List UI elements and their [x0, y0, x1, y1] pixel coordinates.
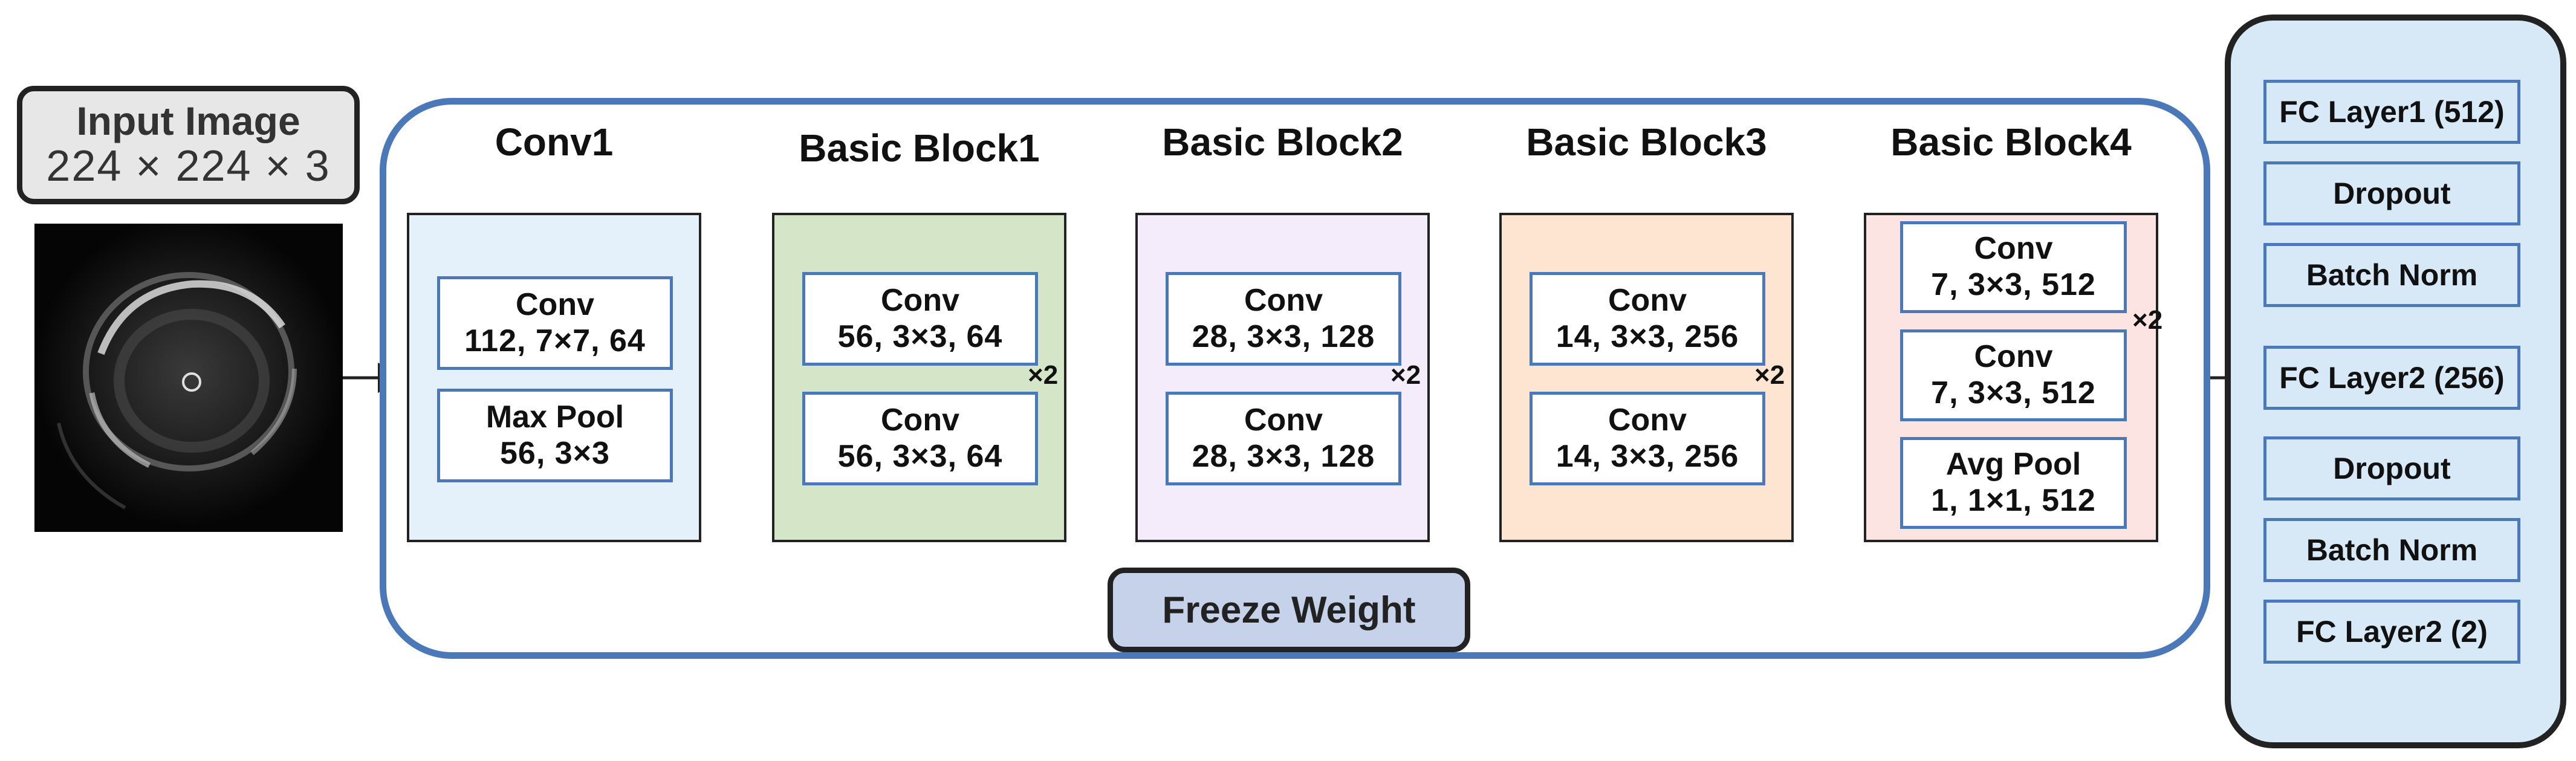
bb4-avgpool-layer: Avg Pool 1, 1×1, 512 [1900, 437, 2127, 529]
stage-title-basic-block2: Basic Block2 [1162, 120, 1403, 164]
head-fc-layer1: FC Layer1 (512) [2263, 80, 2520, 144]
layer-params: 14, 3×3, 256 [1556, 319, 1739, 354]
conv1-conv-layer: Conv 112, 7×7, 64 [437, 276, 673, 370]
layer-name: Conv [881, 282, 959, 318]
layer-params: 112, 7×7, 64 [464, 323, 646, 358]
freeze-weight-badge: Freeze Weight [1108, 568, 1470, 652]
layer-params: 14, 3×3, 256 [1556, 438, 1739, 474]
layer-name: Conv [1974, 231, 2053, 267]
layer-name: Avg Pool [1945, 447, 2081, 482]
bb3-repeat-label: ×2 [1754, 360, 1785, 390]
bb1-repeat-label: ×2 [1028, 360, 1059, 390]
layer-params: 56, 3×3 [500, 435, 610, 471]
layer-params: 28, 3×3, 128 [1192, 438, 1375, 474]
bb4-repeat-label: ×2 [2132, 305, 2163, 335]
input-image-title: Input Image [76, 99, 300, 144]
input-ultrasound-image [34, 224, 343, 532]
stage-conv1 [407, 213, 701, 542]
stage-basic-block3 [1499, 213, 1794, 542]
bb2-repeat-label: ×2 [1390, 360, 1421, 390]
layer-params: 56, 3×3, 64 [837, 319, 1003, 354]
head-fc-layer2-output: FC Layer2 (2) [2263, 600, 2520, 664]
layer-name: Conv [1244, 402, 1323, 438]
stage-title-basic-block3: Basic Block3 [1526, 120, 1767, 164]
conv1-maxpool-layer: Max Pool 56, 3×3 [437, 389, 673, 482]
stage-title-basic-block4: Basic Block4 [1890, 120, 2132, 164]
stage-title-conv1: Conv1 [495, 120, 614, 164]
stage-title-basic-block1: Basic Block1 [799, 126, 1040, 170]
layer-name: Conv [1608, 282, 1687, 318]
input-image-size: 224 × 224 × 3 [46, 141, 331, 190]
head-dropout-2: Dropout [2263, 436, 2520, 500]
bb4-conv-layer-2: Conv 7, 3×3, 512 [1900, 329, 2127, 421]
head-dropout-1: Dropout [2263, 161, 2520, 225]
bb1-conv-layer-2: Conv 56, 3×3, 64 [802, 392, 1038, 485]
layer-params: 7, 3×3, 512 [1931, 375, 2096, 410]
bb2-conv-layer-1: Conv 28, 3×3, 128 [1166, 272, 1401, 366]
head-fc-layer2-256: FC Layer2 (256) [2263, 346, 2520, 410]
layer-name: Conv [881, 402, 959, 438]
bb2-conv-layer-2: Conv 28, 3×3, 128 [1166, 392, 1401, 485]
bb4-conv-layer-1: Conv 7, 3×3, 512 [1900, 221, 2127, 313]
layer-name: Conv [1608, 402, 1687, 438]
layer-params: 7, 3×3, 512 [1931, 267, 2096, 302]
bb3-conv-layer-1: Conv 14, 3×3, 256 [1530, 272, 1765, 366]
head-batch-norm-2: Batch Norm [2263, 518, 2520, 582]
bb1-conv-layer-1: Conv 56, 3×3, 64 [802, 272, 1038, 366]
stage-basic-block1 [772, 213, 1066, 542]
layer-params: 1, 1×1, 512 [1931, 483, 2096, 518]
layer-name: Conv [1974, 339, 2053, 375]
layer-params: 56, 3×3, 64 [837, 438, 1003, 474]
head-batch-norm-1: Batch Norm [2263, 243, 2520, 307]
bb3-conv-layer-2: Conv 14, 3×3, 256 [1530, 392, 1765, 485]
layer-name: Conv [1244, 282, 1323, 318]
layer-params: 28, 3×3, 128 [1192, 319, 1375, 354]
input-image-label: Input Image 224 × 224 × 3 [17, 86, 360, 204]
layer-name: Max Pool [485, 399, 625, 435]
stage-basic-block2 [1135, 213, 1430, 542]
layer-name: Conv [516, 287, 594, 322]
